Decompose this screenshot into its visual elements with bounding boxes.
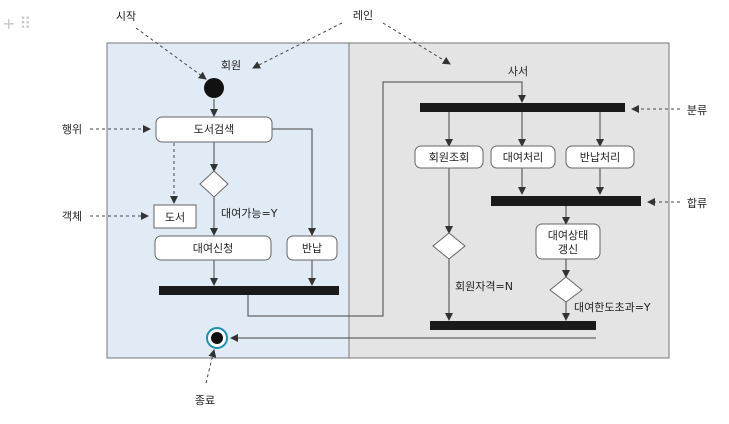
loan-request-label: 대여신청	[193, 242, 233, 255]
book-object	[153, 204, 197, 229]
loan-process-action	[490, 145, 556, 169]
start-node	[204, 78, 224, 98]
loan-request-action	[154, 235, 272, 261]
fork-bar	[420, 103, 625, 112]
search-label: 도서검색	[194, 123, 234, 136]
action-callout: 행위	[62, 123, 82, 136]
member-check-label: 회원조회	[429, 151, 469, 164]
librarian-lane-title: 사서	[508, 65, 528, 78]
end-callout: 종료	[195, 394, 215, 407]
member-status-guard: 회원자격=N	[455, 280, 513, 293]
join-callout: 합류	[687, 197, 707, 210]
plus-icon[interactable]: +	[2, 14, 20, 33]
member-status-decision	[432, 232, 466, 260]
status-update-action	[535, 223, 601, 260]
join-bar	[491, 196, 641, 206]
status-update-label-2: 갱신	[558, 243, 578, 256]
search-action	[155, 116, 273, 143]
member-join-bar	[159, 286, 339, 295]
return-action	[286, 235, 338, 261]
availability-decision	[199, 170, 229, 198]
object-callout: 객체	[62, 210, 82, 223]
member-lane	[106, 42, 350, 359]
start-callout: 시작	[116, 10, 136, 23]
return-process-action	[565, 145, 635, 169]
toolbar-icons[interactable]: +⠿	[2, 14, 35, 33]
book-label: 도서	[165, 211, 185, 224]
limit-guard: 대여한도초과=Y	[574, 301, 651, 314]
member-lane-title: 회원	[221, 59, 241, 72]
member-check-action	[414, 145, 484, 169]
loan-process-label: 대여처리	[503, 151, 543, 164]
end-node	[211, 332, 223, 344]
final-join-bar	[430, 321, 596, 330]
available-guard: 대여가능=Y	[221, 207, 278, 220]
fork-callout: 분류	[687, 104, 707, 117]
drag-handle-icon[interactable]: ⠿	[19, 14, 36, 33]
return-process-label: 반납처리	[580, 151, 620, 164]
lane-callout: 레인	[353, 9, 373, 22]
return-label: 반납	[302, 242, 322, 255]
status-update-label-1: 대여상태	[548, 229, 588, 242]
limit-decision	[549, 276, 583, 303]
